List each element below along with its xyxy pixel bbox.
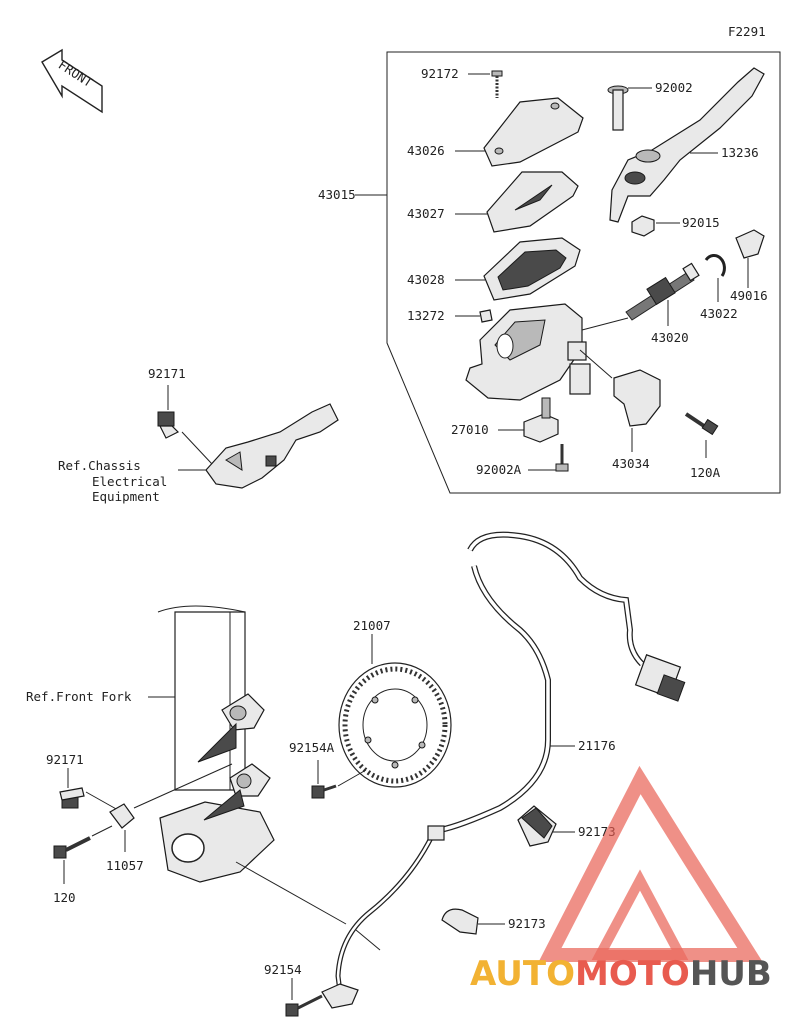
callout-11057: 11057 <box>106 858 144 873</box>
callout-92154A: 92154A <box>289 740 335 755</box>
figure-code: F2291 <box>728 24 766 39</box>
group-label: 43015 <box>318 187 356 202</box>
clamp-92173-b <box>441 908 479 935</box>
piston-kit-43020 <box>625 262 700 321</box>
abs-sensor-21176 <box>321 531 686 1009</box>
nut-92015 <box>631 215 655 237</box>
callout-27010: 27010 <box>451 422 489 437</box>
callout-92171-top: 92171 <box>148 366 186 381</box>
screw-92172 <box>491 70 503 98</box>
bracket-11057 <box>109 803 135 829</box>
watermark-text: AUTOMOTOHUB <box>470 954 772 994</box>
clamp-43034 <box>613 369 661 427</box>
clip-92171-top <box>157 411 180 439</box>
callout-13236: 13236 <box>721 145 759 160</box>
callout-92002A: 92002A <box>476 462 522 477</box>
watermark-moto: MOTO <box>575 954 690 994</box>
master-cylinder-body <box>465 303 591 401</box>
part-13272 <box>479 309 493 323</box>
watermark-auto: AUTO <box>470 954 575 994</box>
ref-chassis-line1: Ref.Chassis <box>58 458 141 473</box>
front-arrow-icon: FRONT <box>41 48 103 114</box>
callout-92171-bottom: 92171 <box>46 752 84 767</box>
callout-13272: 13272 <box>407 308 445 323</box>
bolt-120 <box>53 836 91 859</box>
callout-92173-b: 92173 <box>508 916 546 931</box>
callout-92172: 92172 <box>421 66 459 81</box>
ref-chassis-line2: Electrical <box>92 474 167 489</box>
front-fork <box>157 605 275 883</box>
callout-21007: 21007 <box>353 618 391 633</box>
callout-43027: 43027 <box>407 206 445 221</box>
callout-43034: 43034 <box>612 456 650 471</box>
clip-92171-bottom <box>59 787 85 809</box>
bolt-120A <box>684 412 719 436</box>
callout-43026: 43026 <box>407 143 445 158</box>
bolt-92154 <box>285 994 323 1017</box>
callout-49016: 49016 <box>730 288 768 303</box>
watermark-logo <box>538 765 763 962</box>
screw-92002A <box>555 444 569 472</box>
watermark-hub: HUB <box>690 954 772 994</box>
callout-92154: 92154 <box>264 962 302 977</box>
boot-49016 <box>735 229 765 259</box>
callout-43022: 43022 <box>700 306 738 321</box>
bolt-92154A <box>311 784 337 799</box>
callout-120: 120 <box>53 890 76 905</box>
callout-21176: 21176 <box>578 738 616 753</box>
callout-92015: 92015 <box>682 215 720 230</box>
switch-27010 <box>523 397 559 443</box>
circlip-43022 <box>704 254 726 277</box>
reservoir-cap-43026 <box>483 97 584 167</box>
chassis-bracket <box>205 403 339 489</box>
ref-chassis-line3: Equipment <box>92 489 160 504</box>
abs-rotor-21007 <box>338 662 452 788</box>
callout-120A: 120A <box>690 465 721 480</box>
callout-43028: 43028 <box>407 272 445 287</box>
brake-lever-13236 <box>609 67 765 223</box>
pivot-bolt-92002 <box>607 85 629 131</box>
ref-front-fork: Ref.Front Fork <box>26 689 132 704</box>
callout-43020: 43020 <box>651 330 689 345</box>
callout-92002: 92002 <box>655 80 693 95</box>
assembly-boundary <box>386 51 781 494</box>
